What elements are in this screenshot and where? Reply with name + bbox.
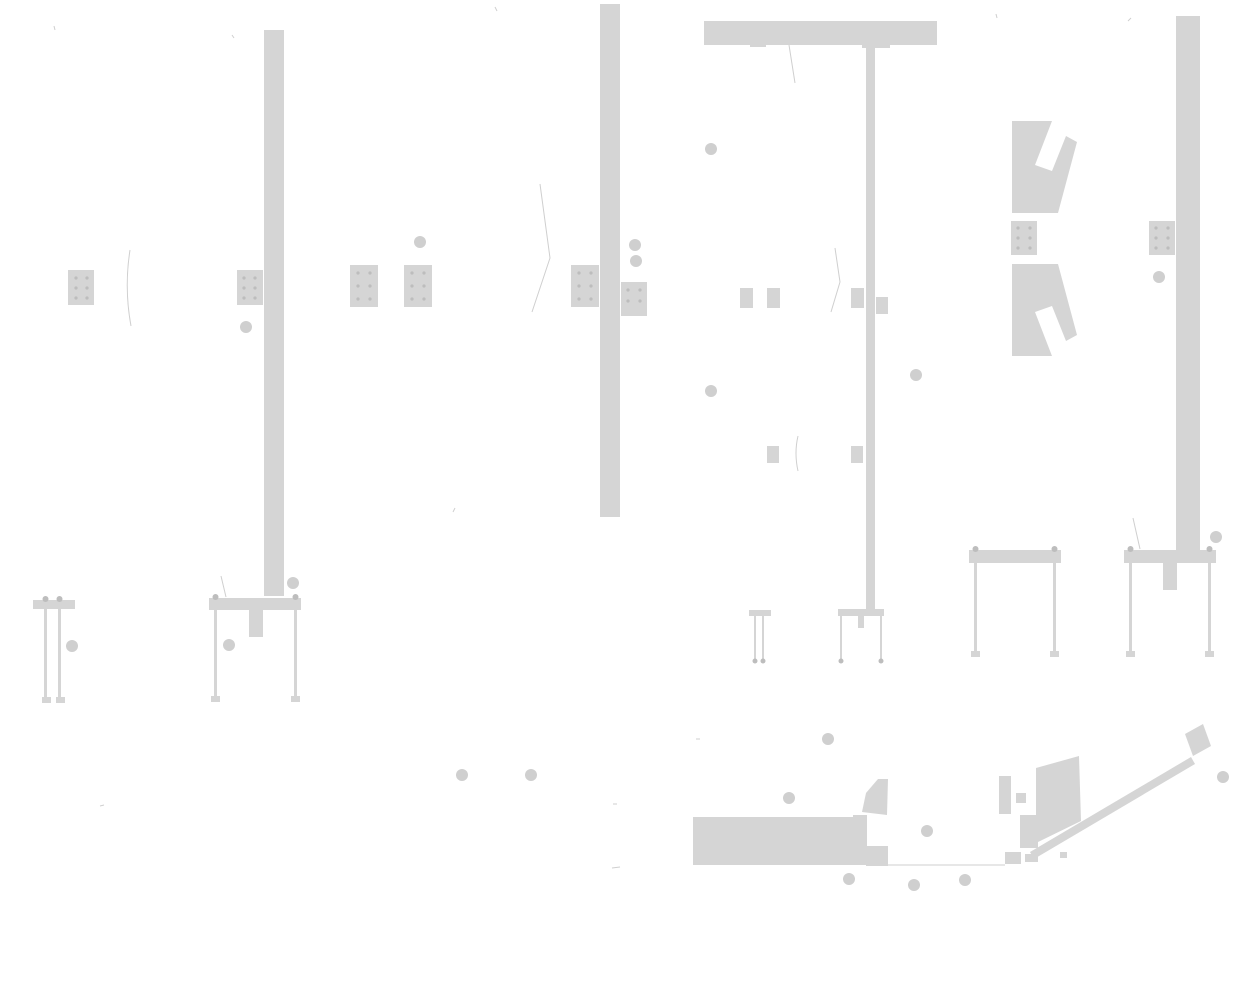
column [866, 46, 875, 610]
base-plate [209, 598, 301, 610]
sloped-member [1030, 757, 1195, 859]
gusset-plate [1012, 264, 1077, 356]
detail-7 [1124, 16, 1222, 657]
detail-tag [223, 639, 235, 651]
detail-4 [531, 4, 647, 517]
detail-tag [525, 769, 537, 781]
column [600, 4, 620, 517]
detail-tag [822, 733, 834, 745]
splice-plate [350, 265, 378, 307]
base-plate [33, 600, 75, 609]
detail-tag [910, 369, 922, 381]
splice-plate [237, 270, 263, 305]
base-plate [1124, 550, 1216, 563]
detail-tag [287, 577, 299, 589]
detail-tag [908, 879, 920, 891]
leader-ticks [53, 6, 1132, 869]
splice-plate [571, 265, 599, 307]
detail-5 [704, 21, 937, 664]
detail-tag [630, 255, 642, 267]
detail-tag [921, 825, 933, 837]
sloped-plate [1036, 756, 1081, 843]
detail-3 [350, 236, 537, 781]
splice-plate [1149, 221, 1175, 255]
detail-2 [209, 30, 301, 702]
detail-tag [1210, 531, 1222, 543]
detail-8 [693, 724, 1229, 891]
detail-tag [705, 385, 717, 397]
detail-tag [629, 239, 641, 251]
base-plate [749, 610, 771, 616]
detail-1 [33, 249, 132, 703]
column [264, 30, 284, 596]
detail-tag [705, 143, 717, 155]
detail-6 [969, 121, 1077, 657]
gusset-plate [1012, 121, 1077, 213]
splice-plate [404, 265, 432, 307]
base-plate [969, 550, 1061, 563]
detail-tag [240, 321, 252, 333]
slab-section [693, 817, 853, 865]
splice-plate [68, 270, 94, 305]
base-plate [838, 609, 884, 616]
detail-tag [414, 236, 426, 248]
detail-tag [783, 792, 795, 804]
detail-tag [1153, 271, 1165, 283]
column [1176, 16, 1200, 550]
detail-tag [1217, 771, 1229, 783]
detail-tag [843, 873, 855, 885]
splice-plate [1011, 221, 1037, 255]
splice-plate [621, 282, 647, 316]
top-beam [704, 21, 937, 45]
detail-tag [959, 874, 971, 886]
detail-tag [456, 769, 468, 781]
detail-tag [66, 640, 78, 652]
